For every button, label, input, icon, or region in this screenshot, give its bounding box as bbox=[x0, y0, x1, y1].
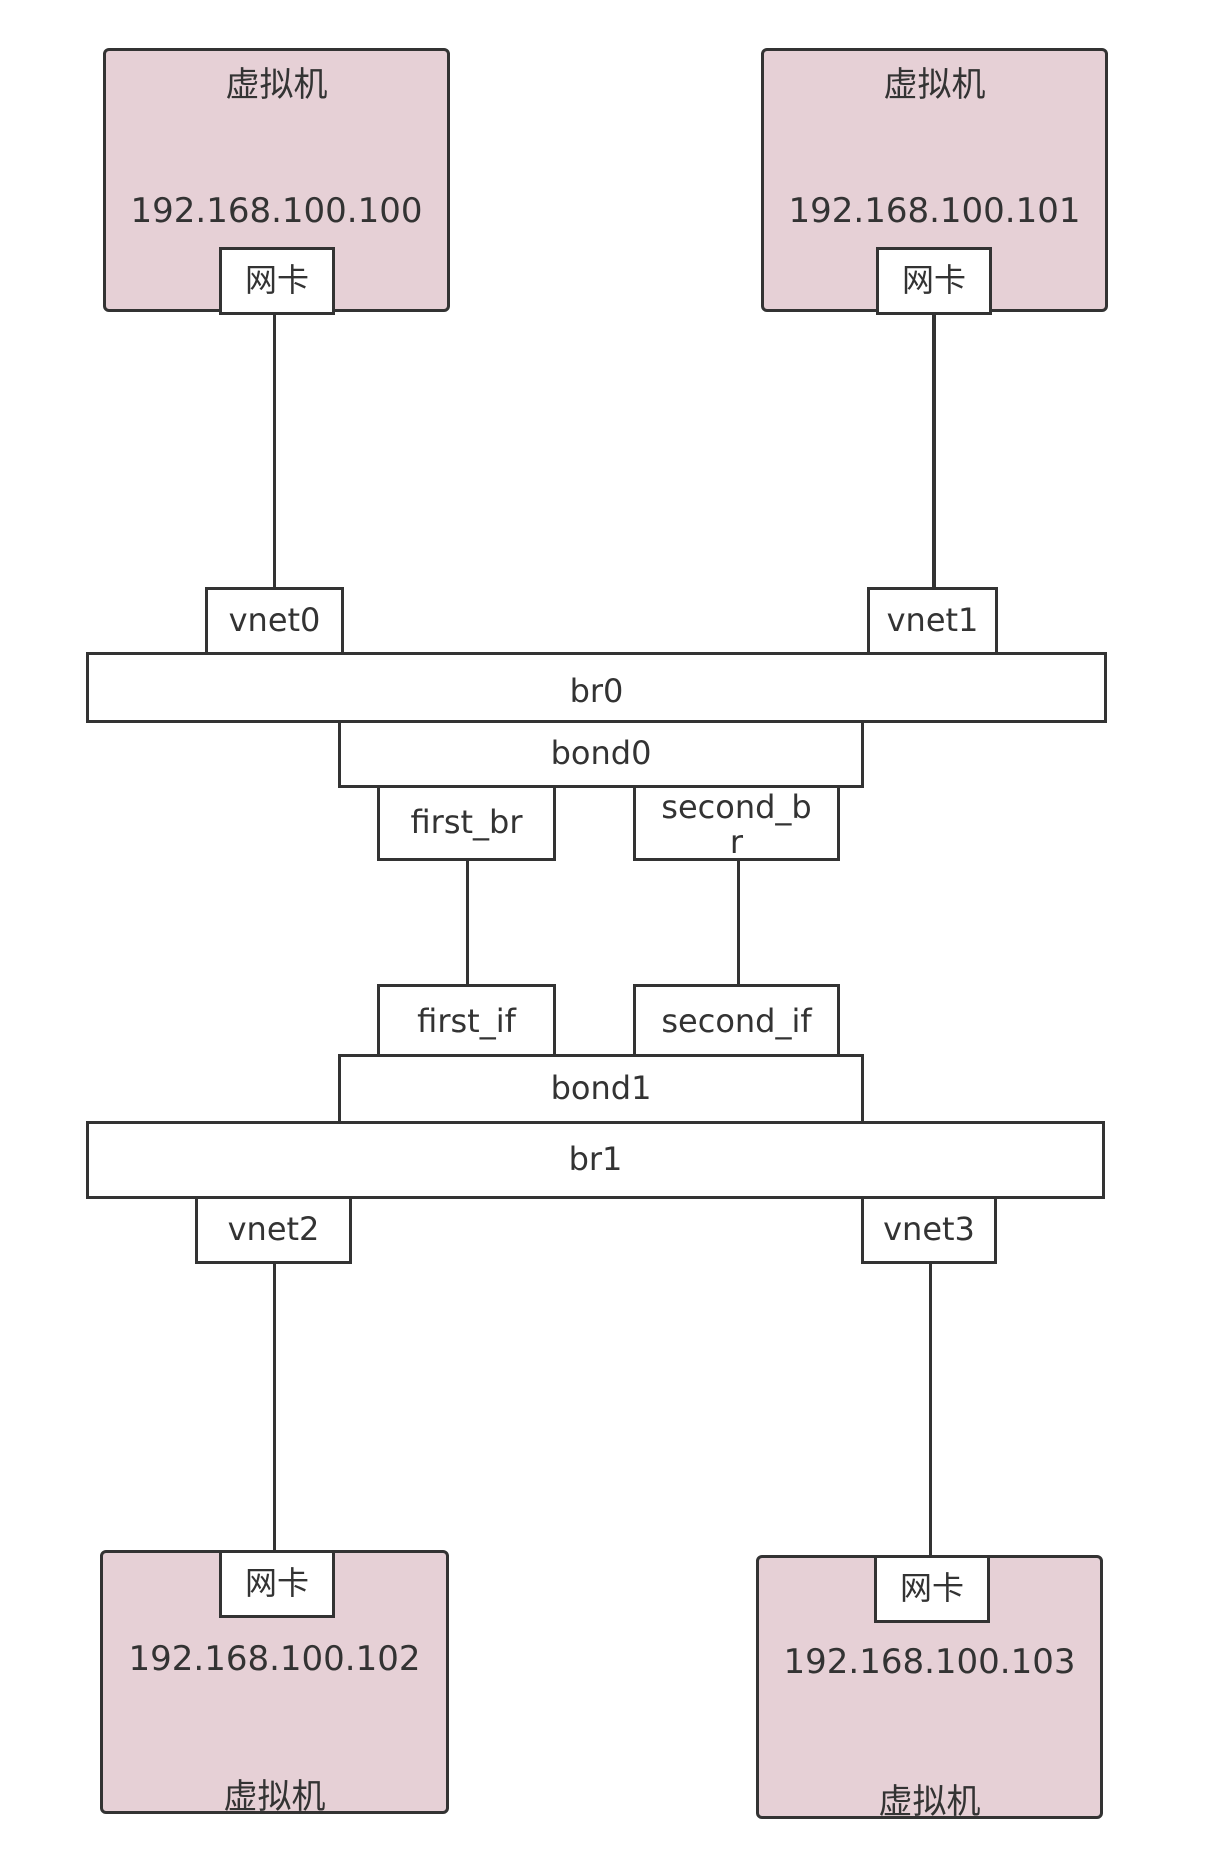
nic-box: 网卡 bbox=[874, 1555, 990, 1623]
link-firstbr-firstif bbox=[466, 858, 469, 986]
vnet2-box: vnet2 bbox=[195, 1196, 352, 1264]
vm-ip: 192.168.100.100 bbox=[130, 191, 423, 231]
nic-box: 网卡 bbox=[876, 247, 992, 315]
vm-title: 虚拟机 bbox=[225, 65, 328, 105]
vm-ip: 192.168.100.103 bbox=[783, 1642, 1076, 1682]
second-if-box: second_if bbox=[633, 984, 840, 1059]
nic-box: 网卡 bbox=[219, 1550, 335, 1618]
br0-box: br0 bbox=[86, 652, 1107, 723]
link-vm0-vnet0 bbox=[273, 309, 276, 589]
vm-bottom-right: 网卡 192.168.100.103 虚拟机 bbox=[756, 1555, 1103, 1822]
vm-title: 虚拟机 bbox=[878, 1782, 981, 1822]
vm-top-left: 虚拟机 192.168.100.100 网卡 bbox=[103, 48, 450, 315]
bond1-box: bond1 bbox=[338, 1054, 864, 1124]
second-br-box: second_b r bbox=[633, 785, 840, 861]
vm-title: 虚拟机 bbox=[223, 1777, 326, 1817]
link-vm1-vnet1 bbox=[932, 309, 936, 589]
link-secondbr-secondif bbox=[737, 858, 740, 986]
vm-title: 虚拟机 bbox=[883, 65, 986, 105]
nic-box: 网卡 bbox=[219, 247, 335, 315]
link-vnet3-vm3 bbox=[929, 1264, 932, 1560]
vm-bottom-left: 网卡 192.168.100.102 虚拟机 bbox=[100, 1550, 449, 1817]
vnet0-box: vnet0 bbox=[205, 587, 344, 655]
vm-top-right: 虚拟机 192.168.100.101 网卡 bbox=[761, 48, 1108, 315]
br1-box: br1 bbox=[86, 1121, 1105, 1199]
bond0-box: bond0 bbox=[338, 720, 864, 788]
vm-ip: 192.168.100.101 bbox=[788, 191, 1081, 231]
first-if-box: first_if bbox=[377, 984, 556, 1059]
first-br-box: first_br bbox=[377, 785, 556, 861]
link-vnet2-vm2 bbox=[273, 1264, 276, 1554]
vm-ip: 192.168.100.102 bbox=[128, 1639, 421, 1679]
vnet1-box: vnet1 bbox=[867, 587, 998, 655]
vnet3-box: vnet3 bbox=[861, 1196, 997, 1264]
